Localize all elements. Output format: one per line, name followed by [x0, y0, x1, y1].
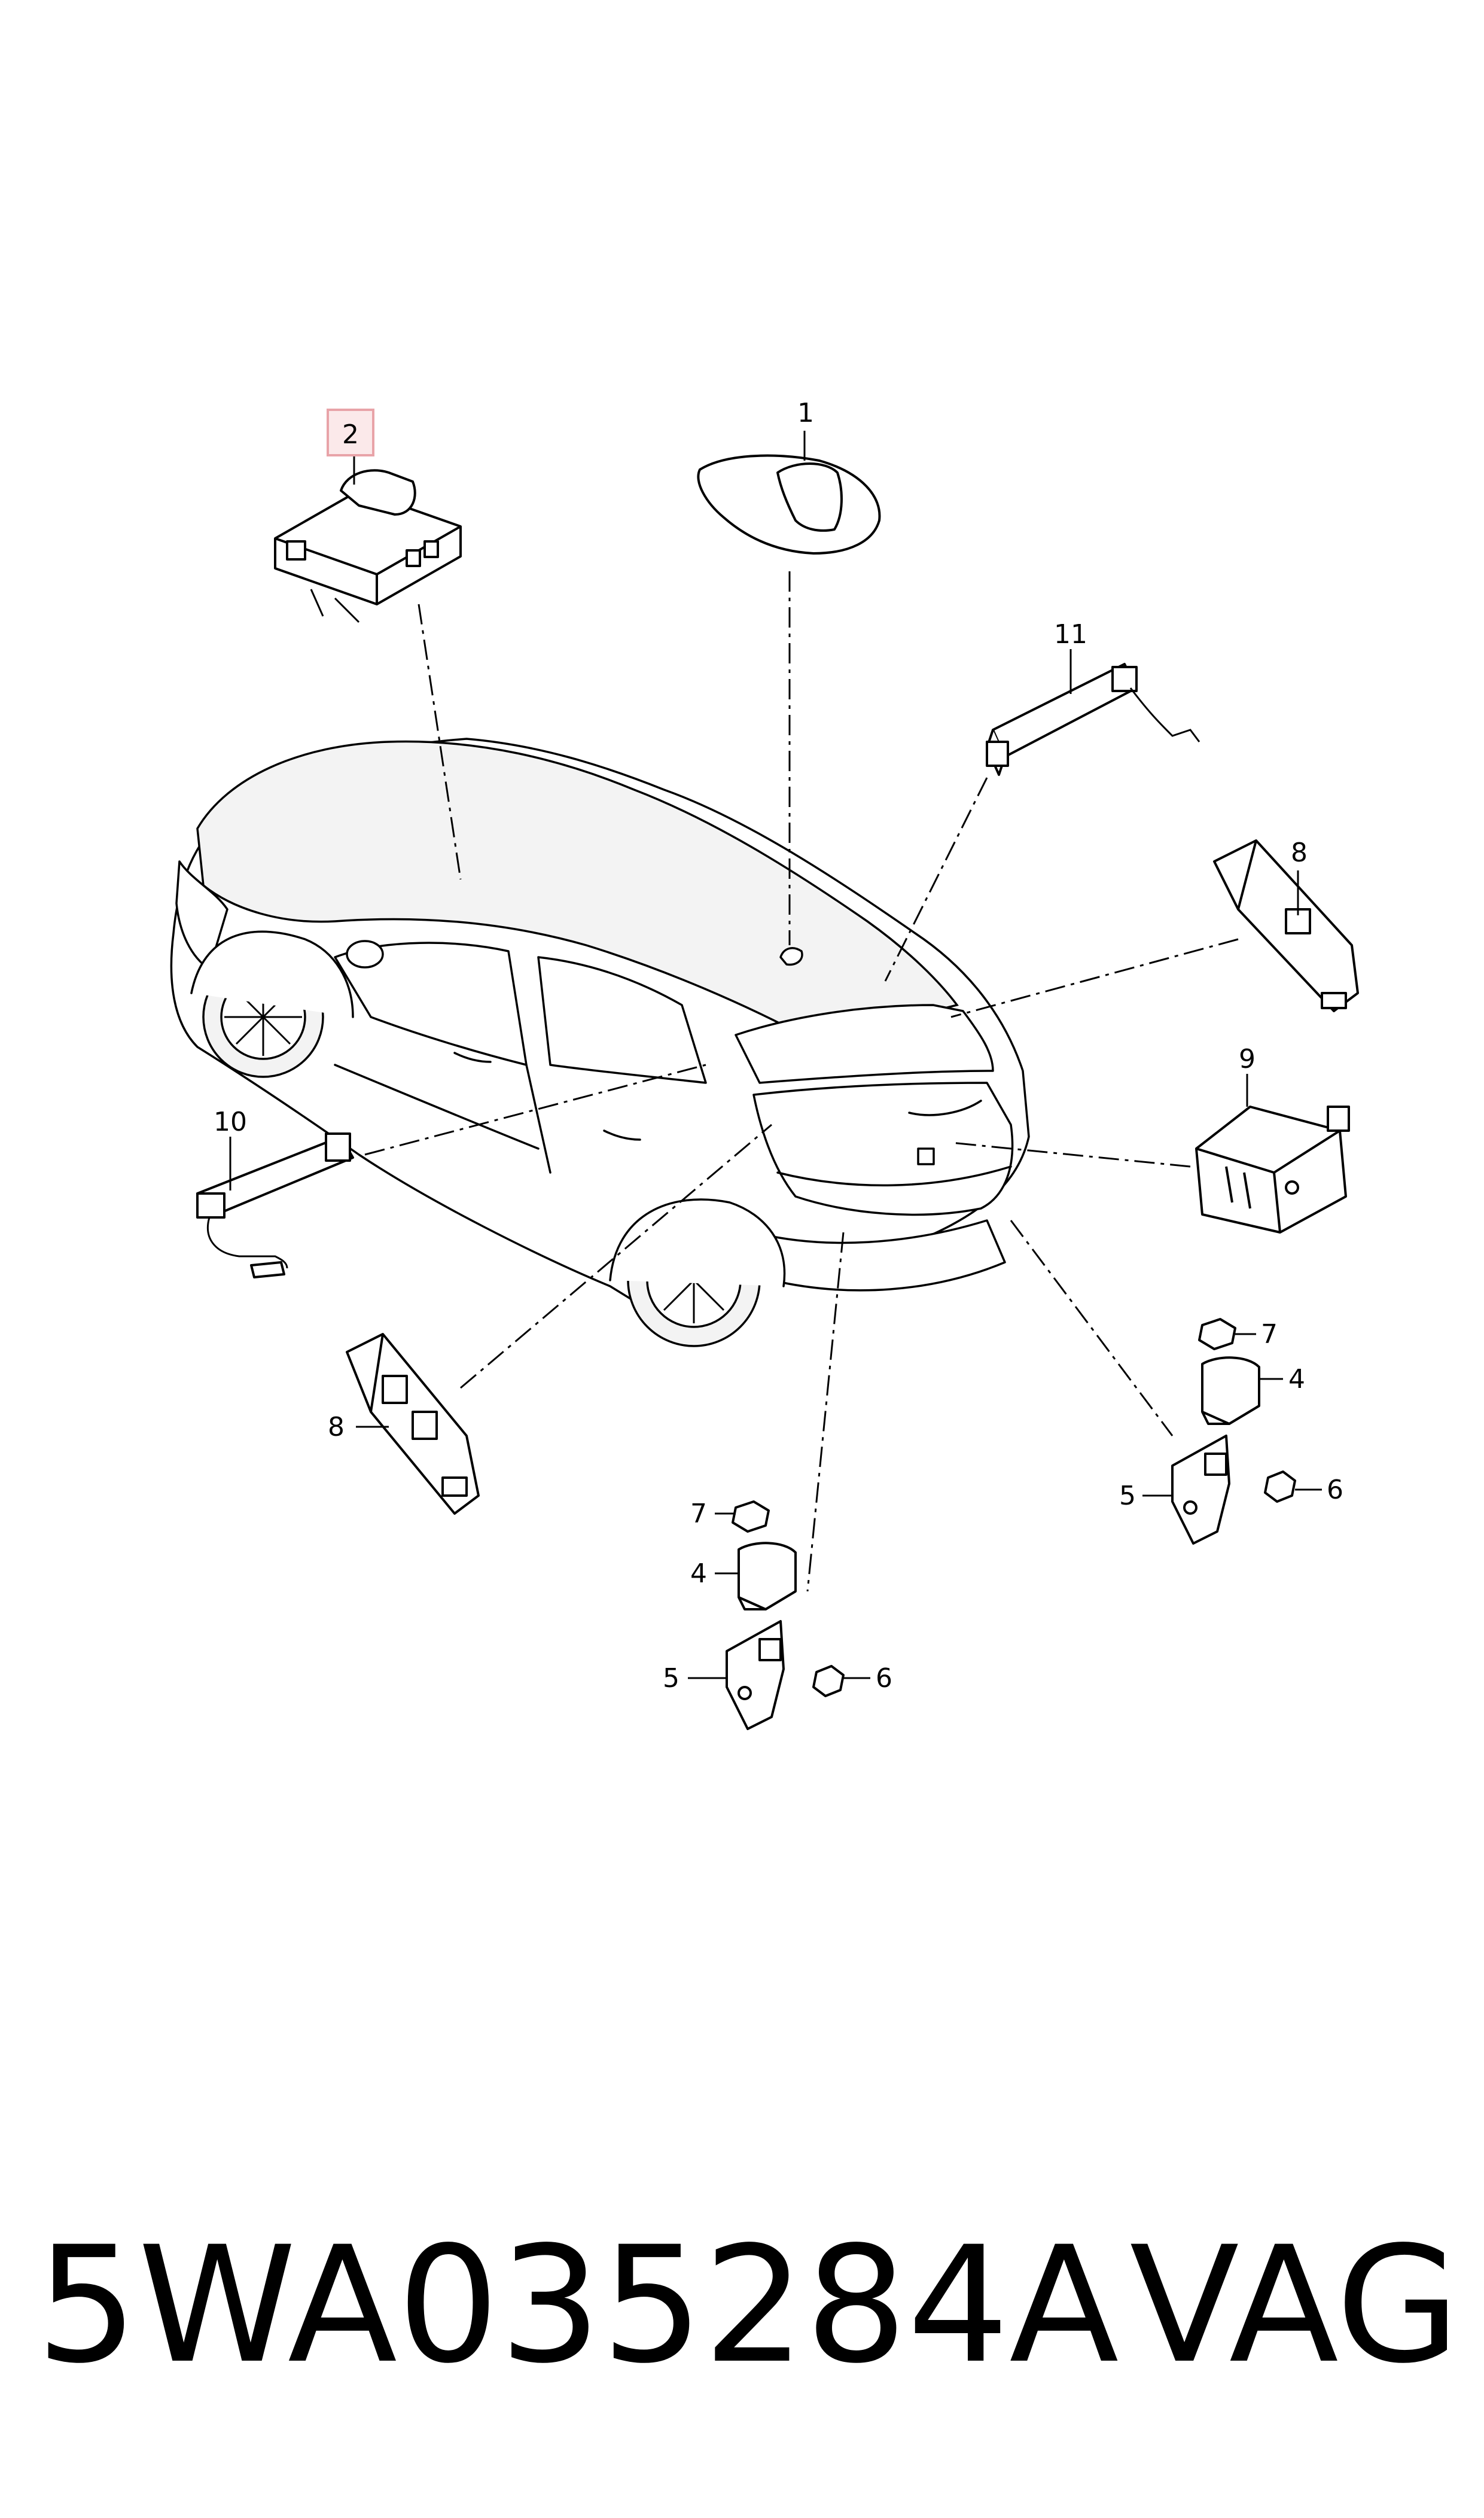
callout-6-right: 6 — [1327, 1475, 1343, 1505]
part-8-right-module — [1213, 839, 1359, 1012]
callout-8-right: 8 — [1291, 838, 1308, 868]
part-11-antenna-amplifier — [986, 649, 1200, 776]
callout-10: 10 — [214, 1107, 247, 1137]
callout-labels: 2 1 11 8 9 10 8 7 4 5 6 7 4 5 6 — [214, 398, 1343, 1694]
bracket-set-center — [688, 1500, 870, 1730]
bracket-set-right — [1142, 1318, 1322, 1545]
leader-lines — [364, 571, 1239, 1592]
callout-2-highlight-box — [327, 409, 374, 456]
part-number-label: 5WA035284A — [36, 2212, 1119, 2399]
brand-label: VAG — [1129, 2212, 1461, 2399]
part-9-control-unit — [1195, 1074, 1350, 1234]
callout-7-center: 7 — [690, 1499, 707, 1529]
part-1-roof-antenna — [697, 431, 881, 555]
car-illustration — [170, 738, 1030, 1347]
callout-5-center: 5 — [663, 1663, 679, 1694]
callout-8-left: 8 — [328, 1412, 345, 1442]
callout-5-right: 5 — [1119, 1481, 1136, 1511]
callout-9: 9 — [1239, 1044, 1256, 1074]
part-8-left-module — [346, 1333, 480, 1515]
callout-4-center: 4 — [690, 1558, 707, 1589]
callout-7-right: 7 — [1261, 1319, 1278, 1350]
part-2-control-module — [274, 443, 462, 623]
callout-6-center: 6 — [876, 1663, 892, 1694]
callout-11: 11 — [1054, 619, 1087, 650]
callout-2: 2 — [342, 419, 359, 450]
part-10-antenna-amplifier — [196, 1132, 354, 1278]
callout-1: 1 — [797, 398, 814, 428]
callout-4-right: 4 — [1288, 1364, 1305, 1395]
